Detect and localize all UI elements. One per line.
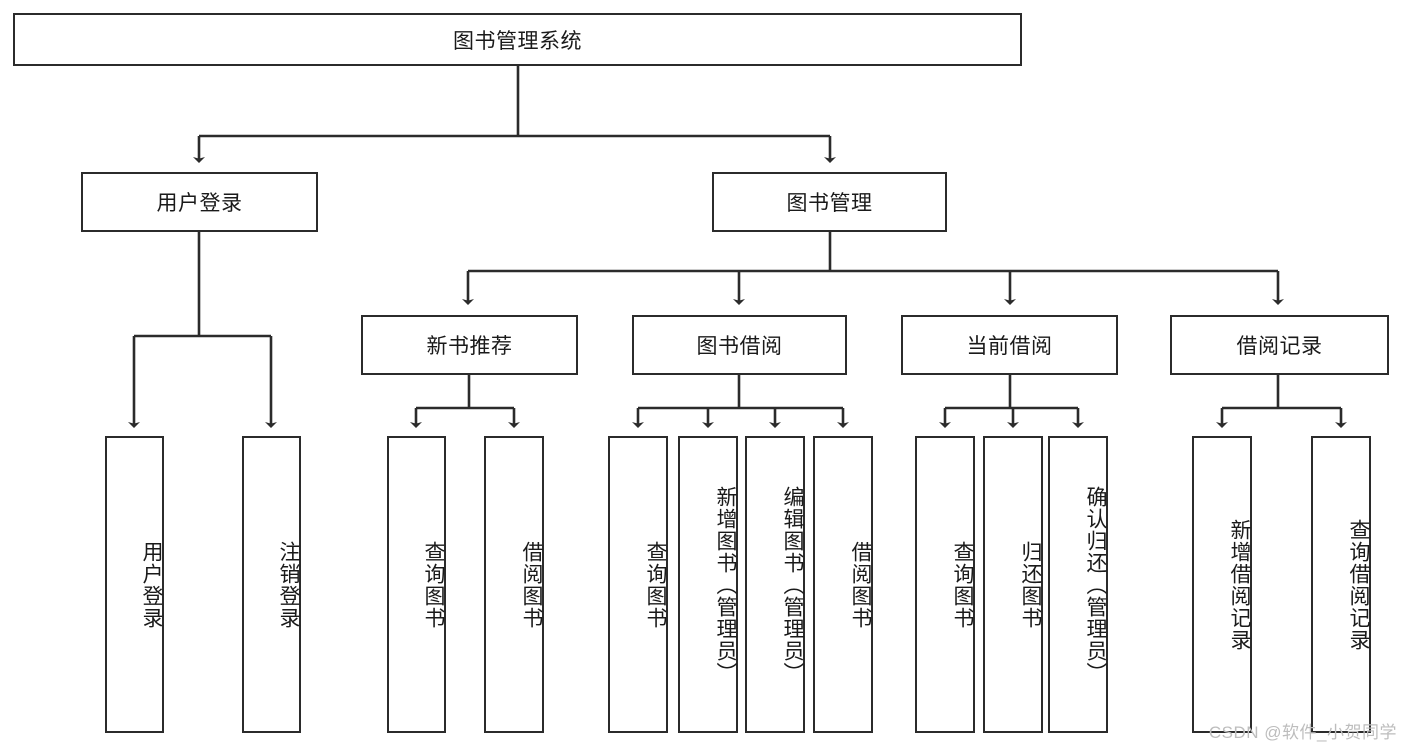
leaf-add-borrow-record[interactable]: 新增借阅记录 [1192, 436, 1252, 733]
leaf-user-login[interactable]: 用户登录 [105, 436, 164, 733]
leaf-confirm-return-admin[interactable]: 确认归还（管理员） [1048, 436, 1108, 733]
node-label: 新书推荐 [426, 335, 513, 358]
leaf-query-borrow-record[interactable]: 查询借阅记录 [1311, 436, 1371, 733]
leaf-logout-login[interactable]: 注销登录 [242, 436, 301, 733]
node-label: 当前借阅 [966, 335, 1053, 358]
leaf-edit-book-admin[interactable]: 编辑图书（管理员） [745, 436, 805, 733]
node-label: 查询借阅记录 [1347, 518, 1370, 651]
node-label: 图书管理 [786, 192, 873, 215]
leaf-add-book-admin[interactable]: 新增图书（管理员） [678, 436, 738, 733]
node-label: 图书管理系统 [453, 29, 582, 53]
node-label: 借阅记录 [1236, 335, 1323, 358]
leaf-return-book[interactable]: 归还图书 [983, 436, 1043, 733]
node-book-borrow[interactable]: 图书借阅 [632, 315, 847, 375]
node-label: 用户登录 [156, 192, 243, 215]
node-current-borrow[interactable]: 当前借阅 [901, 315, 1118, 375]
node-user-login[interactable]: 用户登录 [81, 172, 318, 232]
node-label: 编辑图书（管理员） [781, 485, 804, 684]
node-label: 新增借阅记录 [1228, 518, 1251, 651]
leaf-query-book-recommend[interactable]: 查询图书 [387, 436, 446, 733]
node-label: 图书借阅 [696, 335, 783, 358]
node-label: 查询图书 [951, 540, 974, 629]
node-label: 查询图书 [644, 540, 667, 629]
node-label: 确认归还（管理员） [1084, 485, 1107, 684]
node-new-book-recommend[interactable]: 新书推荐 [361, 315, 578, 375]
leaf-borrow-book[interactable]: 借阅图书 [813, 436, 873, 733]
node-label: 借阅图书 [520, 540, 543, 629]
node-book-management[interactable]: 图书管理 [712, 172, 947, 232]
leaf-borrow-book-recommend[interactable]: 借阅图书 [484, 436, 544, 733]
node-label: 用户登录 [140, 540, 163, 629]
node-label: 归还图书 [1019, 540, 1042, 629]
leaf-query-book-borrow[interactable]: 查询图书 [608, 436, 668, 733]
node-label: 新增图书（管理员） [714, 485, 737, 684]
node-label: 查询图书 [422, 540, 445, 629]
leaf-query-book-current[interactable]: 查询图书 [915, 436, 975, 733]
node-root-system[interactable]: 图书管理系统 [13, 13, 1022, 66]
watermark-text: CSDN @软件_小贺同学 [1208, 723, 1397, 742]
node-label: 注销登录 [277, 540, 300, 629]
node-label: 借阅图书 [849, 540, 872, 629]
node-borrow-record[interactable]: 借阅记录 [1170, 315, 1389, 375]
